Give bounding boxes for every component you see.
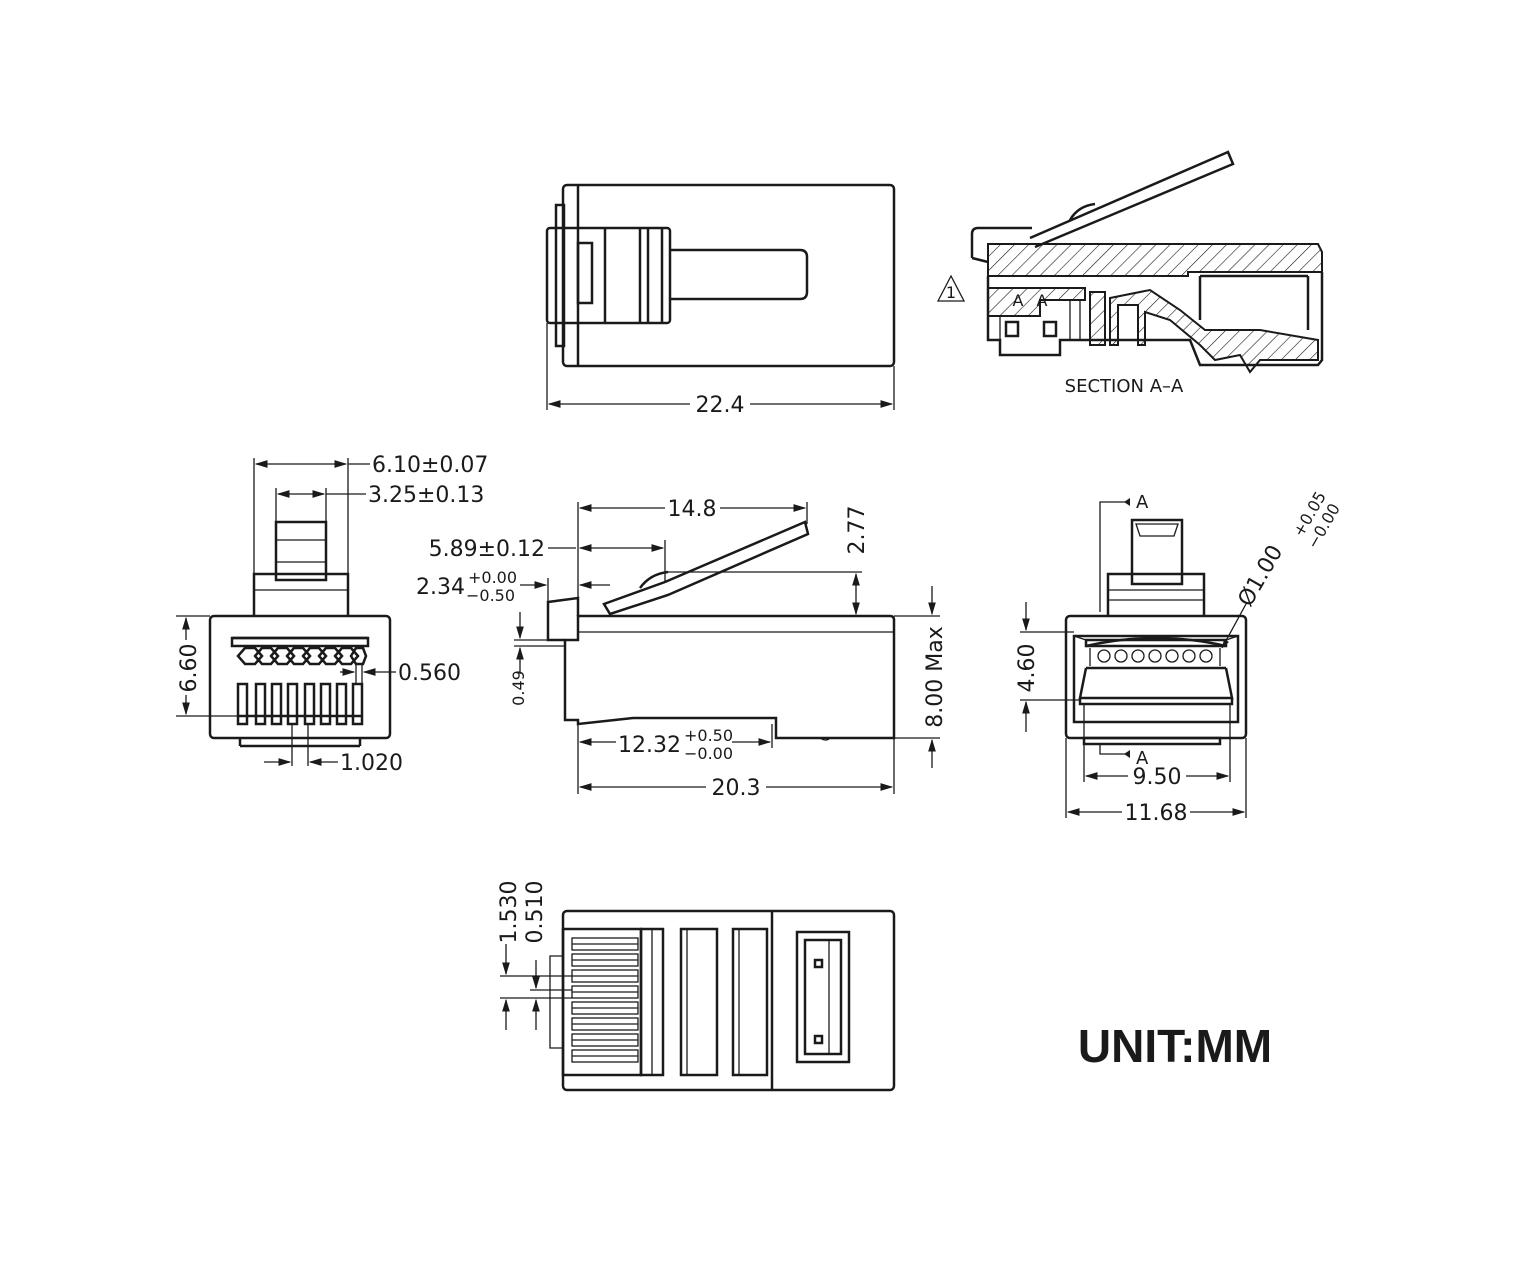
front-contact-heads [236,646,368,666]
side-latch-length-dim: 14.8 [668,497,717,522]
unit-label: UNIT:MM [1078,1020,1272,1072]
side-tip-tol-lower: −0.50 [466,586,515,605]
side-step-dim: 0.49 [509,670,528,706]
front-contact-blades [236,682,364,726]
side-body-base-dim: 12.32 [618,733,681,758]
front-contact-width-dim: 0.560 [398,661,461,686]
bottom-dim-a: 1.530 [497,881,522,944]
front-height-dim: 6.60 [177,644,202,693]
side-tip-tol-upper: +0.00 [468,568,517,587]
front-width-inner-dim: 3.25±0.13 [368,483,484,508]
side-overall-length-dim: 20.3 [712,776,761,801]
rear-hole-diameter-dim: Ø1.00 [1234,541,1289,611]
side-view: 14.8 5.89±0.12 2.34 +0.00 −0.50 2.77 0.4… [416,497,948,801]
top-length-dim: 22.4 [696,393,745,418]
rear-opening-height-dim: 4.60 [1015,644,1040,693]
side-tip-base-dim: 2.34 [416,575,465,600]
bottom-dim-b: 0.510 [523,881,548,944]
note-flag: 1 [946,283,956,302]
rear-contact-holes [1097,649,1213,663]
side-latch-offset-dim: 5.89±0.12 [429,537,545,562]
bottom-contact-slots [571,937,639,1063]
front-pitch-dim: 1.020 [340,751,403,776]
rear-inner-width-dim: 9.50 [1133,765,1182,790]
section-label: SECTION A–A [1065,376,1184,397]
section-mark-right: A [1037,291,1048,310]
top-view: 22.4 [545,183,896,418]
front-width-outer-dim: 6.10±0.07 [372,453,488,478]
front-view: 6.10±0.07 3.25±0.13 6.60 0.560 1.020 [176,453,488,776]
rear-section-mark-bottom: A [1136,748,1149,769]
section-view: A A 1 SECTION A–A [936,150,1324,397]
side-latch-height-dim: 2.77 [845,506,870,555]
rear-section-mark-top: A [1136,492,1149,513]
bottom-view: 1.530 0.510 [497,881,896,1092]
rear-view: A A Ø1.00 +0.05 −0.00 4.60 9.50 11.68 [1015,488,1344,826]
side-body-tol-lower: −0.00 [684,744,733,763]
side-max-height-dim: 8.00 Max [923,626,948,727]
section-mark-left: A [1013,291,1024,310]
rear-outer-width-dim: 11.68 [1125,801,1188,826]
side-body-tol-upper: +0.50 [684,726,733,745]
